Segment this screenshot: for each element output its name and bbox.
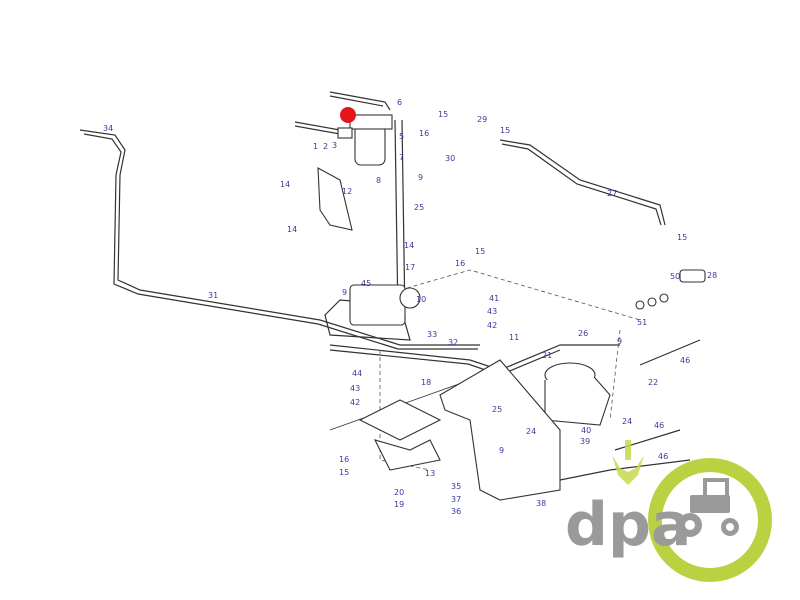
bracket-12 — [317, 167, 353, 231]
dpa-logo: dpa — [565, 440, 772, 582]
callout: 27 — [607, 189, 617, 198]
callout: 9 — [617, 337, 622, 346]
callout: 42 — [350, 398, 360, 407]
callout: 15 — [677, 233, 687, 242]
callout: 12 — [342, 187, 352, 196]
bracket-upper — [358, 399, 442, 441]
callout: 25 — [414, 203, 424, 212]
callout: 24 — [526, 427, 536, 436]
callout: 15 — [438, 110, 448, 119]
callout: 15 — [339, 468, 349, 477]
tractor-icon — [678, 478, 739, 537]
callout: 43 — [350, 384, 360, 393]
callout: 8 — [376, 176, 381, 185]
logo-text: dpa — [565, 490, 691, 560]
callout: 14 — [404, 241, 414, 250]
logo-gear-ring — [648, 458, 772, 582]
callout: 33 — [427, 330, 437, 339]
feed-pump — [544, 362, 611, 426]
callout: 17 — [405, 263, 415, 272]
callout: 11 — [509, 333, 519, 342]
filter-assembly — [337, 114, 393, 166]
callout: 26 — [578, 329, 588, 338]
tank-38 — [439, 359, 561, 501]
callout: 50 — [670, 272, 680, 281]
callout-labels: 6 15 16 29 15 34 1 2 3 5 30 7 8 9 12 25 … — [103, 98, 717, 516]
callout: 16 — [419, 129, 429, 138]
bracket-13 — [373, 439, 441, 471]
callout: 31 — [208, 291, 218, 300]
callout: 39 — [580, 437, 590, 446]
callout: 15 — [475, 247, 485, 256]
callout: 41 — [489, 294, 499, 303]
callout: 16 — [455, 259, 465, 268]
callout: 46 — [680, 356, 690, 365]
callout: 29 — [477, 115, 487, 124]
callout: 19 — [394, 500, 404, 509]
callout: 44 — [352, 369, 362, 378]
callout: 7 — [399, 153, 404, 162]
callout: 1 — [313, 142, 318, 151]
callout: 46 — [654, 421, 664, 430]
callout: 24 — [622, 417, 632, 426]
callout: 32 — [448, 338, 458, 347]
callout: 9 — [418, 173, 423, 182]
wheat-icon — [612, 440, 644, 485]
callout: 51 — [637, 318, 647, 327]
callout: 30 — [445, 154, 455, 163]
callout: 10 — [416, 295, 426, 304]
callout: 3 — [332, 141, 337, 150]
highlight-marker — [340, 107, 356, 123]
callout: 22 — [648, 378, 658, 387]
callout: 13 — [425, 469, 435, 478]
callout: 43 — [487, 307, 497, 316]
callout: 35 — [451, 482, 461, 491]
callout: 45 — [361, 279, 371, 288]
callout: 18 — [421, 378, 431, 387]
callout: 14 — [287, 225, 297, 234]
callout: 40 — [581, 426, 591, 435]
callout: 36 — [451, 507, 461, 516]
callout: 46 — [658, 452, 668, 461]
callout: 2 — [323, 142, 328, 151]
callout: 21 — [542, 351, 552, 360]
callout: 37 — [451, 495, 461, 504]
fitting-28 — [635, 269, 706, 310]
callout: 15 — [500, 126, 510, 135]
callout: 16 — [339, 455, 349, 464]
callout: 5 — [399, 132, 404, 141]
callout: 38 — [536, 499, 546, 508]
callout: 20 — [394, 488, 404, 497]
callout: 42 — [487, 321, 497, 330]
callout: 34 — [103, 124, 113, 133]
callout: 6 — [397, 98, 402, 107]
callout: 14 — [280, 180, 290, 189]
callout: 28 — [707, 271, 717, 280]
callout: 25 — [492, 405, 502, 414]
callout: 9 — [499, 446, 504, 455]
injection-pump — [349, 284, 421, 326]
callout: 9 — [342, 288, 347, 297]
